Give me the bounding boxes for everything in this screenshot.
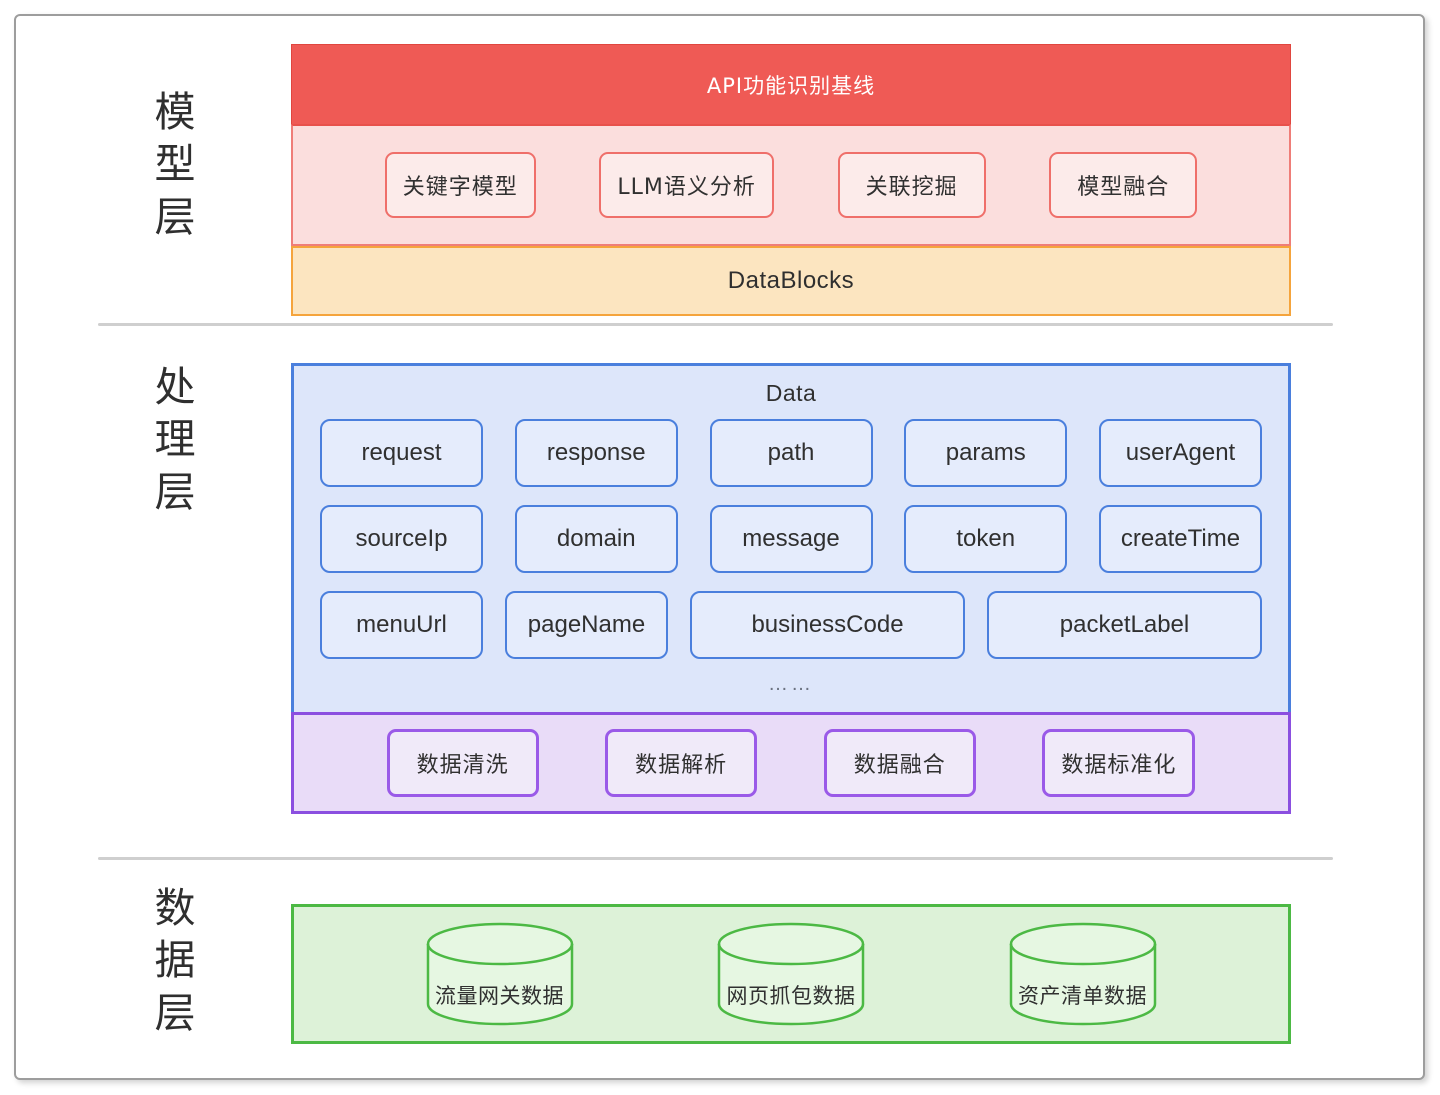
field-box-domain[interactable]: domain: [514, 505, 678, 573]
field-box-domain-label: domain: [556, 525, 636, 552]
data-source-traffic-gateway-label: 流量网关数据: [435, 984, 564, 1008]
layer-label-data: 数 据 层: [116, 882, 236, 1039]
data-source-asset-inventory[interactable]: 资产清单数据: [997, 920, 1169, 1028]
field-box-request[interactable]: request: [320, 419, 483, 487]
layer-label-data-char-3: 层: [154, 988, 198, 1037]
data-source-web-packet-capture[interactable]: 网页抓包数据: [705, 920, 877, 1028]
layer-label-model-char-1: 模: [154, 88, 198, 136]
field-box-response[interactable]: response: [514, 419, 678, 487]
field-box-createtime[interactable]: createTime: [1099, 505, 1262, 573]
field-box-packetlabel[interactable]: packetLabel: [987, 591, 1262, 659]
field-box-params-label: params: [945, 439, 1026, 466]
model-box-model-fusion-label: 模型融合: [1077, 175, 1170, 200]
field-box-params[interactable]: params: [904, 419, 1068, 487]
model-box-llm-semantic-label: LLM语义分析: [617, 175, 756, 200]
field-box-pagename[interactable]: pageName: [505, 591, 668, 659]
data-fields-panel-title: Data: [765, 380, 817, 406]
layer-label-data-char-2: 据: [154, 936, 198, 985]
data-source-asset-inventory-label: 资产清单数据: [1018, 984, 1147, 1008]
layer-label-data-char-1: 数: [154, 884, 198, 932]
layer-label-model: 模 型 层: [116, 86, 236, 243]
datablocks-band: DataBlocks: [291, 246, 1291, 316]
field-box-message-label: message: [742, 525, 840, 552]
field-box-response-label: response: [546, 439, 646, 466]
field-box-request-label: request: [361, 439, 442, 466]
operation-box-data-standardization[interactable]: 数据标准化: [1042, 729, 1196, 797]
model-box-association-mining[interactable]: 关联挖掘: [837, 152, 986, 218]
field-box-menuurl-label: menuUrl: [356, 611, 447, 638]
field-box-token-label: token: [956, 525, 1016, 552]
field-box-pagename-label: pageName: [527, 611, 646, 638]
api-baseline-banner-label: API功能识别基线: [706, 73, 876, 98]
field-box-token[interactable]: token: [904, 505, 1068, 573]
data-fields-panel: Data request response path params: [291, 363, 1291, 712]
field-box-path-label: path: [767, 439, 815, 466]
data-operations-band: 数据清洗 数据解析 数据融合 数据标准化: [291, 712, 1291, 814]
field-box-businesscode-label: businessCode: [751, 611, 904, 638]
operation-box-data-cleaning-label: 数据清洗: [416, 753, 509, 778]
operation-box-data-parsing[interactable]: 数据解析: [605, 729, 758, 797]
layer-label-model-char-2: 型: [154, 140, 198, 189]
data-fields-row-2: sourceIp domain message token createTime: [320, 505, 1262, 573]
data-source-traffic-gateway[interactable]: 流量网关数据: [414, 920, 586, 1028]
data-fields-row-1: request response path params userAgent: [320, 419, 1262, 487]
data-fields-row-3: menuUrl pageName businessCode packetLabe…: [320, 591, 1262, 659]
field-box-createtime-label: createTime: [1120, 525, 1241, 552]
data-source-web-packet-capture-label: 网页抓包数据: [726, 984, 856, 1008]
divider-model-processing: [98, 323, 1333, 326]
layer-label-model-char-3: 层: [154, 192, 198, 241]
model-box-keyword[interactable]: 关键字模型: [384, 152, 536, 218]
model-box-keyword-label: 关键字模型: [402, 175, 518, 200]
operation-box-data-fusion[interactable]: 数据融合: [823, 729, 976, 797]
field-box-sourceip[interactable]: sourceIp: [320, 505, 483, 573]
field-box-businesscode[interactable]: businessCode: [690, 591, 965, 659]
operation-box-data-fusion-label: 数据融合: [853, 753, 946, 778]
api-baseline-banner: API功能识别基线: [291, 44, 1291, 124]
field-box-useragent-label: userAgent: [1125, 439, 1236, 466]
operation-box-data-parsing-label: 数据解析: [635, 753, 728, 778]
data-sources-panel: 流量网关数据 网页抓包数据 资产清单数据: [291, 904, 1291, 1044]
model-layer-stack: API功能识别基线 关键字模型 LLM语义分析 关联挖掘 模型融合 DataBl…: [291, 44, 1291, 316]
divider-processing-data: [98, 857, 1333, 860]
layer-label-processing-char-1: 处: [154, 363, 198, 411]
field-box-menuurl[interactable]: menuUrl: [320, 591, 483, 659]
cylinder-icon: [1009, 922, 1156, 1026]
field-box-message[interactable]: message: [709, 505, 873, 573]
layer-label-processing-char-2: 理: [154, 415, 198, 464]
field-box-packetlabel-label: packetLabel: [1059, 611, 1190, 638]
field-box-path[interactable]: path: [709, 419, 873, 487]
model-box-association-mining-label: 关联挖掘: [865, 175, 958, 200]
field-box-useragent[interactable]: userAgent: [1099, 419, 1262, 487]
datablocks-band-label: DataBlocks: [727, 267, 855, 294]
operation-box-data-standardization-label: 数据标准化: [1061, 753, 1177, 778]
model-methods-band: 关键字模型 LLM语义分析 关联挖掘 模型融合: [291, 124, 1291, 246]
cylinder-icon: [717, 922, 865, 1026]
cylinder-icon: [426, 922, 573, 1026]
model-box-llm-semantic[interactable]: LLM语义分析: [599, 152, 774, 218]
layer-label-processing-char-3: 层: [154, 467, 198, 516]
processing-layer-stack: Data request response path params: [291, 363, 1291, 814]
data-fields-ellipsis: ……: [768, 673, 814, 695]
model-box-model-fusion[interactable]: 模型融合: [1049, 152, 1198, 218]
layer-label-processing: 处 理 层: [116, 361, 236, 518]
field-box-sourceip-label: sourceIp: [355, 525, 448, 552]
diagram-canvas: 模 型 层 API功能识别基线 关键字模型 LLM语义分析 关联挖掘 模型融: [14, 14, 1425, 1080]
operation-box-data-cleaning[interactable]: 数据清洗: [386, 729, 539, 797]
